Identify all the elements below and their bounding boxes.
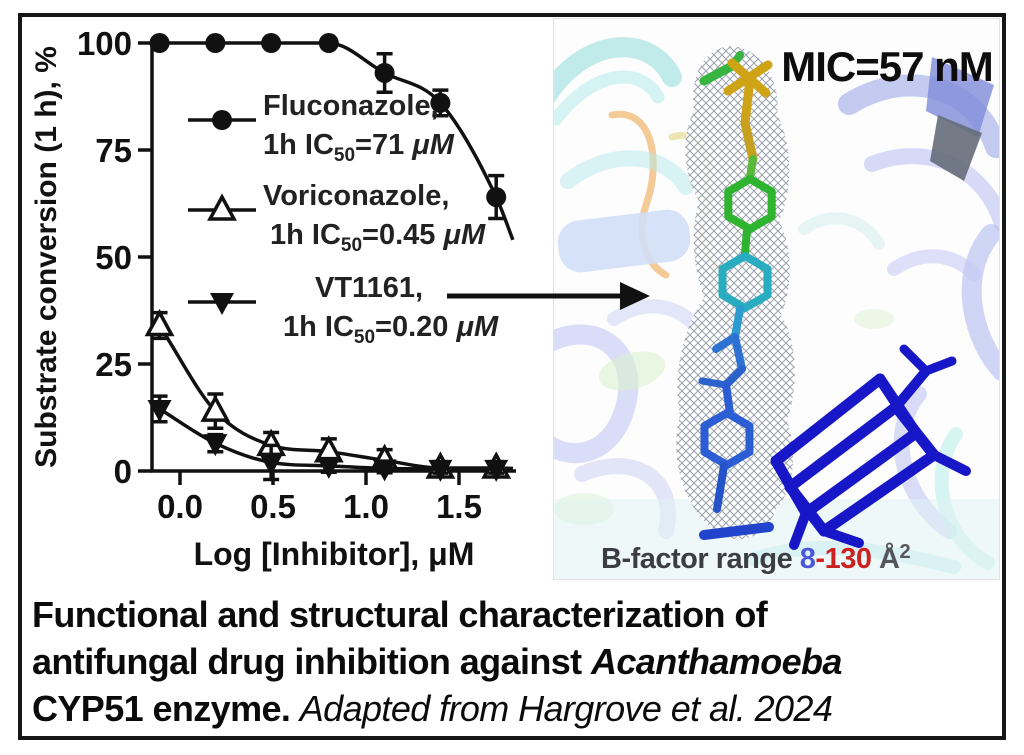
heme-sticks (699, 344, 971, 550)
arrowhead-icon (620, 282, 650, 310)
protein-ribbons (532, 37, 1012, 579)
data-point (318, 33, 339, 53)
x-tick-label: 1.0 (343, 488, 389, 525)
caption-segment: Functional and structural characterizati… (32, 594, 768, 635)
figure-caption: Functional and structural characterizati… (32, 591, 994, 732)
fit-curve (159, 41, 515, 241)
arrow-to-structure (447, 282, 650, 310)
y-tick-label: 50 (95, 239, 132, 276)
series-vt1161 (147, 394, 513, 482)
x-tick-label: 0.0 (157, 488, 203, 525)
x-tick-label: 0.5 (250, 488, 296, 525)
legend-ic50: 1h IC50=0.20 μM (283, 311, 499, 348)
electron-density-mesh (676, 46, 795, 540)
legend-entry-voriconazole: Voriconazole, 1h IC50=0.45 μM (188, 180, 486, 256)
legend-entry-vt1161: VT1161, 1h IC50=0.20 μM (188, 272, 499, 348)
data-point (200, 394, 231, 422)
data-point (372, 459, 397, 482)
data-point (316, 456, 341, 479)
data-point (484, 459, 509, 482)
legend-label: Fluconazole, (263, 90, 439, 122)
caption-segment: Adapted from Hargrove et al. 2024 (299, 688, 833, 729)
data-point (374, 62, 395, 83)
mic-label: MIC=57 nM (781, 43, 993, 90)
legend-ic50: 1h IC50=0.45 μM (270, 219, 486, 256)
y-tick-label: 0 (114, 453, 132, 490)
caption-line: Functional and structural characterizati… (32, 591, 994, 638)
ligand-sticks (698, 51, 776, 513)
x-axis-title: Log [Inhibitor], μM (194, 536, 475, 572)
structure-panel: MIC=57 nM B-factor range 8-130 Å2 (532, 18, 1012, 580)
data-point (207, 193, 237, 221)
caption-segment: CYP51 enzyme. (32, 688, 300, 729)
data-point (205, 33, 226, 53)
structure-scene: MIC=57 nM B-factor range 8-130 Å2 (532, 37, 1012, 579)
legend-label: Voriconazole, (263, 180, 449, 212)
y-tick-label: 25 (95, 346, 132, 383)
data-point (210, 293, 234, 315)
data-point (144, 308, 175, 337)
data-point (428, 459, 453, 482)
data-point (430, 92, 451, 113)
caption-line: CYP51 enzyme. Adapted from Hargrove et a… (32, 685, 994, 732)
data-point (147, 399, 172, 422)
x-tick-label: 1.5 (436, 488, 482, 525)
y-tick-label: 100 (77, 25, 132, 62)
data-point (261, 33, 282, 53)
data-point (212, 110, 232, 130)
y-axis-title: Substrate conversion (1 h), % (30, 46, 63, 468)
series-fluconazole (149, 33, 515, 241)
legend-ic50: 1h IC50=71 μM (263, 129, 455, 166)
caption-segment: Acanthamoeba (590, 641, 842, 682)
data-point (149, 33, 170, 53)
caption-line: antifungal drug inhibition against Acant… (32, 638, 994, 685)
data-point (259, 453, 284, 476)
y-tick-label: 75 (95, 132, 132, 169)
data-point (486, 187, 507, 208)
bfactor-label: B-factor range 8-130 Å2 (601, 541, 910, 575)
legend-entry-fluconazole: Fluconazole, 1h IC50=71 μM (188, 90, 455, 166)
caption-segment: antifungal drug inhibition against (32, 641, 591, 682)
data-point (203, 434, 228, 457)
legend-label: VT1161, (315, 272, 423, 304)
